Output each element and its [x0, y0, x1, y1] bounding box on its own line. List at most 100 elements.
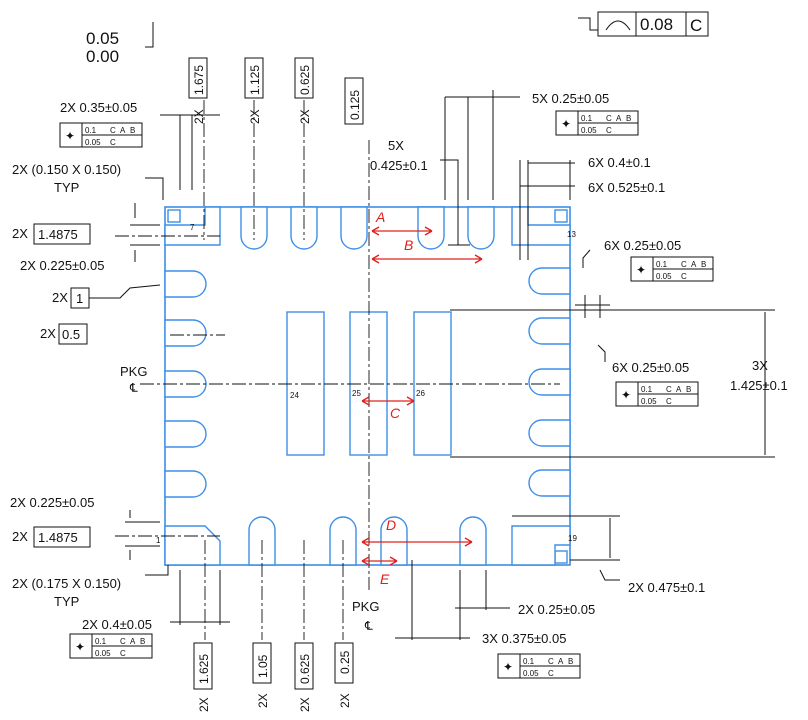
dim-025-bot: 0.25	[338, 650, 352, 674]
dim-025-bot-mult: 2X	[338, 693, 352, 708]
dim-14875-top-mult: 2X	[12, 226, 28, 241]
svg-text:C: C	[110, 138, 116, 147]
annotation-d: D	[386, 517, 396, 533]
pin-label-24: 24	[290, 391, 299, 400]
fcf-3: ✦ 0.1 C A B 0.05 C	[630, 256, 714, 282]
right-pads	[528, 267, 571, 497]
dim-box1-mult: 2X	[52, 290, 68, 305]
dim-04-bot: 2X 0.4±0.05	[82, 617, 152, 632]
svg-text:A: A	[691, 260, 697, 269]
svg-text:B: B	[130, 126, 135, 135]
svg-text:C: C	[681, 272, 687, 281]
dim-025-right: 2X 0.25±0.05	[518, 602, 595, 617]
svg-text:B: B	[626, 114, 631, 123]
dim-corner-bot-typ: TYP	[54, 594, 79, 609]
profile-tolerance: 0.05 0.00 0.08 C	[86, 11, 709, 66]
svg-text:0.1: 0.1	[581, 114, 593, 123]
svg-text:✦: ✦	[75, 640, 85, 654]
svg-text:0.05: 0.05	[95, 649, 111, 658]
svg-text:0.1: 0.1	[523, 657, 535, 666]
svg-text:0.1: 0.1	[85, 126, 97, 135]
svg-text:C: C	[548, 657, 554, 666]
dim-corner-top: 2X (0.150 X 0.150)	[12, 162, 121, 177]
pin-label-1: 1	[156, 536, 161, 545]
svg-text:A: A	[130, 637, 136, 646]
dim-0425: 0.425±0.1	[370, 158, 428, 173]
dim-0625-bot-mult: 2X	[298, 697, 312, 712]
svg-text:C: C	[606, 114, 612, 123]
dim-3x: 3X	[752, 358, 768, 373]
svg-text:0.05: 0.05	[581, 126, 597, 135]
dim-105-mult: 2X	[256, 693, 270, 708]
svg-text:C: C	[666, 385, 672, 394]
dim-5x-025: 5X 0.25±0.05	[532, 91, 609, 106]
thermal-pads	[286, 311, 452, 456]
fcf-1: ✦ 0.1 C A B 0.05 C	[59, 122, 143, 148]
dim-14875-bot-mult: 2X	[12, 529, 28, 544]
svg-text:0.05: 0.05	[656, 272, 672, 281]
dim-box05: 0.5	[62, 327, 80, 342]
dim-1125-mult: 2X	[248, 109, 262, 124]
svg-text:✦: ✦	[65, 129, 75, 143]
dim-0625-bot: 0.625	[298, 654, 312, 684]
pin-label-19: 19	[568, 534, 577, 543]
dim-0225-top: 2X 0.225±0.05	[20, 258, 104, 273]
fcf-4: ✦ 0.1 C A B 0.05 C	[615, 381, 699, 407]
pin-label-26: 26	[416, 389, 425, 398]
svg-text:0.05: 0.05	[523, 669, 539, 678]
svg-text:C: C	[120, 649, 126, 658]
dim-1625-mult: 2X	[197, 697, 211, 712]
svg-text:C: C	[120, 637, 126, 646]
dim-pitch-035: 2X 0.35±0.05	[60, 100, 137, 115]
pin-label-7: 7	[190, 223, 195, 232]
svg-text:C: C	[606, 126, 612, 135]
svg-text:B: B	[701, 260, 706, 269]
pin-label-25: 25	[352, 389, 361, 398]
dim-corner-bot: 2X (0.175 X 0.150)	[12, 576, 121, 591]
pkg-left-cl: ℄	[129, 381, 138, 395]
dim-5x: 5X	[388, 138, 404, 153]
fcf-2: ✦ 0.1 C A B 0.05 C	[555, 110, 639, 136]
dim-0475: 2X 0.475±0.1	[628, 580, 705, 595]
svg-text:C: C	[666, 397, 672, 406]
pin-labels: 7 13 1 19 24 25 26	[156, 223, 577, 545]
svg-text:0.1: 0.1	[641, 385, 653, 394]
pin-label-13: 13	[567, 230, 576, 239]
dim-0225-bot: 2X 0.225±0.05	[10, 495, 94, 510]
svg-text:0.1: 0.1	[656, 260, 668, 269]
svg-text:✦: ✦	[503, 660, 513, 674]
profile-tolerance-value: 0.08	[640, 15, 673, 34]
dim-1675: 1.675	[192, 65, 206, 95]
dim-1675-mult: 2X	[192, 109, 206, 124]
profile-lower: 0.00	[86, 47, 119, 66]
dim-0375: 3X 0.375±0.05	[482, 631, 566, 646]
dim-6x-025-b: 6X 0.25±0.05	[612, 360, 689, 375]
dim-box1: 1	[76, 291, 83, 306]
pkg-bottom-cl: ℄	[364, 619, 373, 633]
left-pads	[164, 270, 207, 498]
fcf-6: ✦ 0.1 C A B 0.05 C	[497, 653, 581, 679]
annotation-c: C	[390, 405, 401, 421]
annotation-a: A	[375, 209, 385, 225]
dim-0625-top-mult: 2X	[298, 109, 312, 124]
dim-14875-top: 1.4875	[38, 227, 78, 242]
svg-text:C: C	[110, 126, 116, 135]
svg-text:0.05: 0.05	[85, 138, 101, 147]
svg-text:C: C	[548, 669, 554, 678]
profile-datum: C	[690, 16, 702, 35]
svg-text:C: C	[681, 260, 687, 269]
annotation-b: B	[404, 237, 413, 253]
svg-text:B: B	[686, 385, 691, 394]
dim-6x-025-a: 6X 0.25±0.05	[604, 238, 681, 253]
svg-text:✦: ✦	[561, 117, 571, 131]
svg-text:✦: ✦	[636, 263, 646, 277]
annotation-e: E	[380, 571, 390, 587]
svg-text:0.05: 0.05	[641, 397, 657, 406]
bottom-dimensions: 2X 0.225±0.05 2X 1.4875 2X (0.175 X 0.15…	[10, 495, 595, 712]
svg-text:A: A	[120, 126, 126, 135]
dim-corner-top-typ: TYP	[54, 180, 79, 195]
top-dimensions: 1.675 2X 1.125 2X 0.625 2X 0.125 2X 0.35…	[12, 57, 681, 395]
pkg-left-label: PKG	[120, 364, 147, 379]
dim-box05-mult: 2X	[40, 326, 56, 341]
dim-1425: 1.425±0.1	[730, 378, 788, 393]
